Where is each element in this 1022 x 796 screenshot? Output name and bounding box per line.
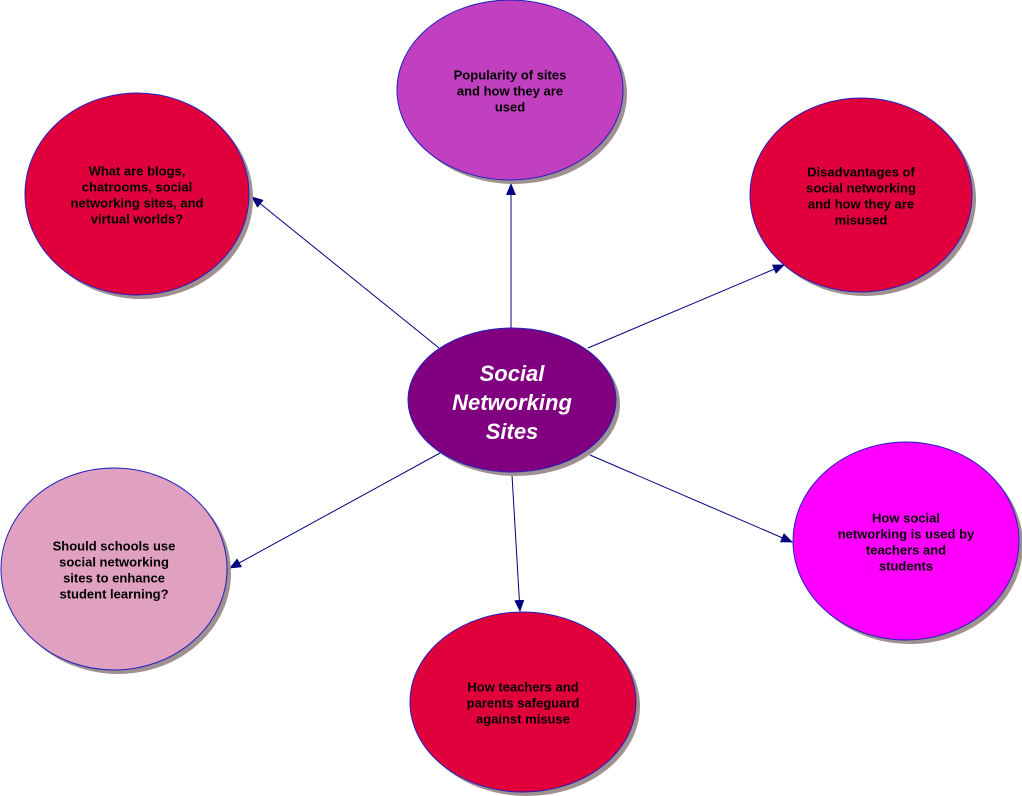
node-safeguard-label-line: How teachers and xyxy=(467,680,578,695)
arrow-to-what-are xyxy=(251,196,440,349)
center-node-label-line: Sites xyxy=(486,419,539,444)
node-safeguard-label-line: against misuse xyxy=(476,712,570,727)
node-popularity-label-line: and how they are xyxy=(457,84,563,99)
node-used-by-teachers-label-line: How social xyxy=(872,511,940,526)
center-node-ellipse xyxy=(407,327,617,473)
node-safeguard-ellipse xyxy=(409,611,637,793)
node-disadvantages-label-line: and how they are xyxy=(808,197,914,212)
arrow-to-should-schools xyxy=(229,452,441,569)
node-what-are-label-line: What are blogs, xyxy=(89,164,186,179)
node-what-are-label-line: chatrooms, social xyxy=(82,180,193,195)
node-disadvantages-label-line: misused xyxy=(835,213,888,228)
node-should-schools-label-line: student learning? xyxy=(59,587,168,602)
node-used-by-teachers-label-line: networking is used by xyxy=(838,527,975,542)
node-should-schools-ellipse xyxy=(0,467,228,671)
node-safeguard-label-line: parents safeguard xyxy=(467,696,580,711)
arrow-to-used-by-teachers xyxy=(589,454,793,543)
node-what-are-ellipse xyxy=(24,92,250,296)
node-popularity-label-line: Popularity of sites xyxy=(454,68,567,83)
arrow-to-safeguard xyxy=(511,474,525,612)
node-should-schools-label-line: sites to enhance xyxy=(63,571,165,586)
node-should-schools-label-line: Should schools use xyxy=(53,539,176,554)
node-what-are-label-line: virtual worlds? xyxy=(91,212,184,227)
center-node-label-line: Social xyxy=(480,361,546,386)
node-used-by-teachers-ellipse xyxy=(792,441,1020,641)
node-disadvantages-label-line: social networking xyxy=(806,181,916,196)
node-disadvantages-ellipse xyxy=(749,97,973,293)
center-node-label-line: Networking xyxy=(452,390,572,415)
node-should-schools-label-line: social networking xyxy=(59,555,169,570)
node-popularity-ellipse xyxy=(396,0,624,181)
node-what-are: What are blogs,chatrooms, socialnetworki… xyxy=(24,92,253,299)
node-popularity-label-line: used xyxy=(495,100,525,115)
node-disadvantages-label-line: Disadvantages of xyxy=(807,165,915,180)
node-used-by-teachers-label-line: teachers and xyxy=(866,543,946,558)
arrow-to-disadvantages xyxy=(587,264,785,349)
node-what-are-label-line: networking sites, and xyxy=(71,196,204,211)
node-used-by-teachers-label-line: students xyxy=(879,559,933,574)
